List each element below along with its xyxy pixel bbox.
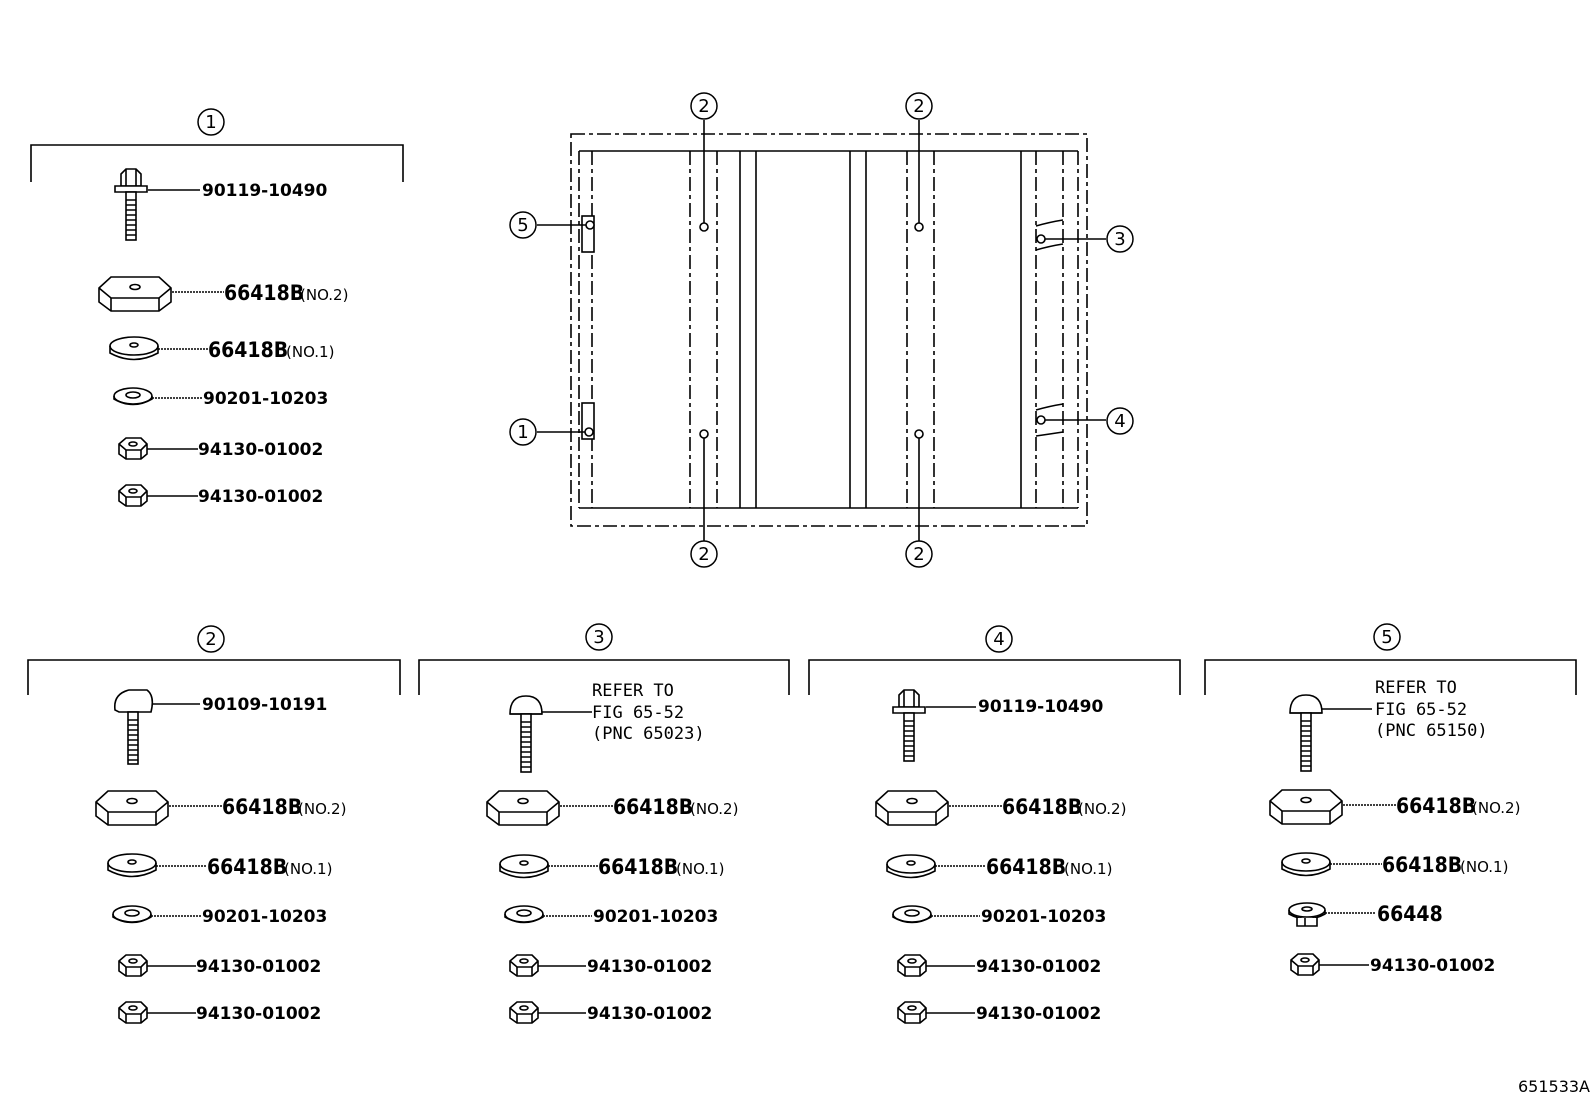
part-number: 66448 bbox=[1377, 902, 1443, 926]
frame-callout-2a: 2 bbox=[690, 92, 718, 120]
part-number: 94130-01002 bbox=[976, 957, 1101, 977]
group-3: 3 REFER TO FIG 65-52 (PNC 65023) 66418B … bbox=[418, 623, 790, 1024]
part-qualifier: (NO.1) bbox=[286, 343, 334, 361]
frame-callout-2d: 2 bbox=[905, 540, 933, 568]
part-number: 94130-01002 bbox=[587, 957, 712, 977]
part-number: 66418B bbox=[1396, 794, 1476, 818]
group-1: 1 90119-10490 66418B (NO.2) 66418B (NO.1… bbox=[30, 108, 404, 507]
frame-callout-1: 1 bbox=[509, 418, 537, 446]
frame-callout-2b: 2 bbox=[905, 92, 933, 120]
diagram-code: 651533A bbox=[1518, 1077, 1590, 1096]
part-number: 94130-01002 bbox=[1370, 956, 1495, 976]
group-3-number: 3 bbox=[593, 627, 604, 648]
part-number: 94130-01002 bbox=[976, 1004, 1101, 1024]
part-qualifier: (NO.1) bbox=[1460, 858, 1508, 876]
part-qualifier: (NO.2) bbox=[1472, 799, 1520, 817]
part-number: 66418B bbox=[986, 855, 1066, 879]
part-number: 90119-10490 bbox=[978, 697, 1104, 717]
part-number: 90109-10191 bbox=[202, 695, 327, 715]
frame-callout-4: 4 bbox=[1106, 407, 1134, 435]
part-number: 90201-10203 bbox=[593, 907, 718, 927]
part-number: 90201-10203 bbox=[202, 907, 327, 927]
frame-callout-2c: 2 bbox=[690, 540, 718, 568]
group-4-number: 4 bbox=[993, 629, 1004, 650]
part-qualifier: (NO.1) bbox=[676, 860, 724, 878]
svg-text:2: 2 bbox=[698, 96, 709, 117]
group-4: 4 90119-10490 66418B (NO.2) 66418B (NO.1… bbox=[808, 625, 1181, 1024]
svg-text:4: 4 bbox=[1114, 411, 1125, 432]
refer-note-line: (PNC 65023) bbox=[592, 724, 705, 744]
part-number: 90201-10203 bbox=[981, 907, 1106, 927]
part-number: 94130-01002 bbox=[587, 1004, 712, 1024]
refer-note-line: REFER TO bbox=[1375, 678, 1457, 698]
part-number: 66418B bbox=[613, 795, 693, 819]
part-qualifier: (NO.2) bbox=[1078, 800, 1126, 818]
part-number: 66418B bbox=[207, 855, 287, 879]
refer-note-line: FIG 65-52 bbox=[592, 703, 684, 723]
group-5-number: 5 bbox=[1381, 627, 1392, 648]
part-qualifier: (NO.2) bbox=[298, 800, 346, 818]
refer-note-line: FIG 65-52 bbox=[1375, 700, 1467, 720]
part-number: 94130-01002 bbox=[198, 440, 323, 460]
svg-text:2: 2 bbox=[698, 544, 709, 565]
frame-drawing bbox=[537, 120, 1106, 541]
part-number: 66418B bbox=[224, 281, 304, 305]
svg-text:2: 2 bbox=[913, 96, 924, 117]
part-qualifier: (NO.2) bbox=[690, 800, 738, 818]
part-qualifier: (NO.1) bbox=[1064, 860, 1112, 878]
frame-callout-3: 3 bbox=[1106, 225, 1134, 253]
group-2: 2 90109-10191 66418B (NO.2) 66418B (NO.1… bbox=[27, 625, 401, 1024]
svg-text:3: 3 bbox=[1114, 229, 1125, 250]
part-number: 94130-01002 bbox=[198, 487, 323, 507]
svg-text:1: 1 bbox=[517, 422, 528, 443]
part-number: 66418B bbox=[1382, 853, 1462, 877]
svg-text:2: 2 bbox=[913, 544, 924, 565]
part-number: 94130-01002 bbox=[196, 1004, 321, 1024]
group-2-number: 2 bbox=[205, 629, 216, 650]
group-5: 5 REFER TO FIG 65-52 (PNC 65150) 66418B … bbox=[1204, 623, 1577, 976]
part-number: 90119-10490 bbox=[202, 181, 328, 201]
refer-note-line: (PNC 65150) bbox=[1375, 721, 1488, 741]
part-number: 66418B bbox=[222, 795, 302, 819]
part-number: 66418B bbox=[598, 855, 678, 879]
part-number: 94130-01002 bbox=[196, 957, 321, 977]
part-number: 66418B bbox=[1002, 795, 1082, 819]
frame-callout-5: 5 bbox=[509, 211, 537, 239]
group-1-number: 1 bbox=[205, 112, 216, 133]
refer-note-line: REFER TO bbox=[592, 681, 674, 701]
part-qualifier: (NO.1) bbox=[284, 860, 332, 878]
part-number: 90201-10203 bbox=[203, 389, 328, 409]
part-qualifier: (NO.2) bbox=[300, 286, 348, 304]
svg-text:5: 5 bbox=[517, 215, 528, 236]
part-number: 66418B bbox=[208, 338, 288, 362]
